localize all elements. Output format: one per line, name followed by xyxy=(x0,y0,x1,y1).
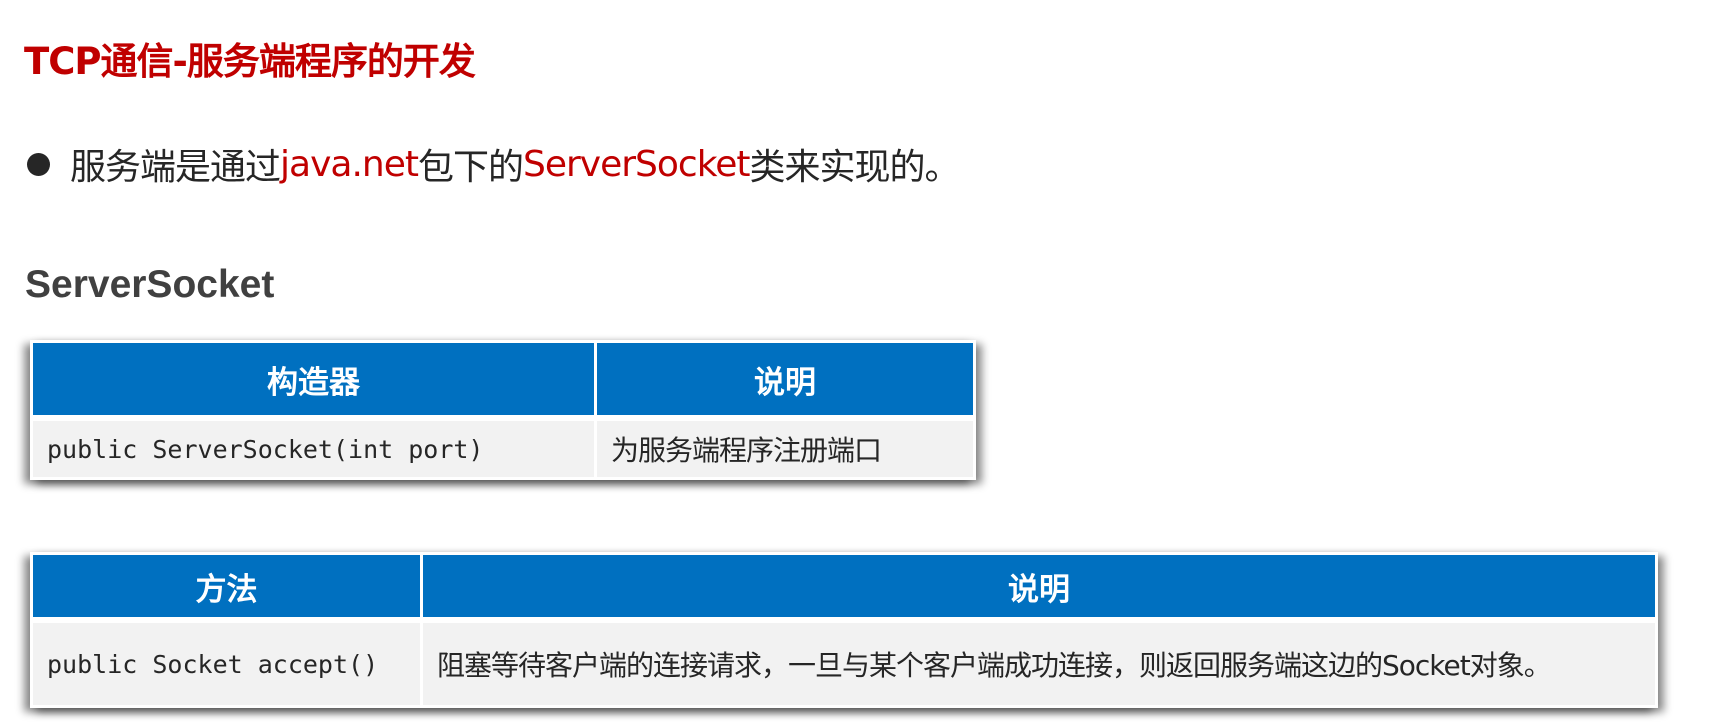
column-header-description: 说明 xyxy=(423,555,1655,623)
bullet-text-part: 服务端是通过 xyxy=(70,147,281,188)
table-row: public Socket accept() 阻塞等待客户端的连接请求，一旦与某… xyxy=(33,623,1655,705)
method-signature: public Socket accept() xyxy=(33,623,423,705)
column-header-method: 方法 xyxy=(33,555,423,623)
package-name-highlight: java.net xyxy=(280,143,419,185)
table-row: public ServerSocket(int port) 为服务端程序注册端口 xyxy=(33,421,973,477)
table-header-row: 构造器 说明 xyxy=(33,343,973,421)
class-name-highlight: ServerSocket xyxy=(522,143,751,185)
bullet-text-part: 包下的 xyxy=(417,147,524,188)
column-header-constructor: 构造器 xyxy=(33,343,597,421)
bullet-text-part: 类来实现的。 xyxy=(749,147,961,188)
slide-title: TCP通信-服务端程序的开发 xyxy=(24,40,476,83)
bullet-dot-icon xyxy=(27,152,50,176)
constructor-table: 构造器 说明 public ServerSocket(int port) 为服务… xyxy=(30,340,976,480)
section-heading: ServerSocket xyxy=(25,263,275,306)
constructor-signature: public ServerSocket(int port) xyxy=(33,421,597,477)
method-description: 阻塞等待客户端的连接请求，一旦与某个客户端成功连接，则返回服务端这边的Socke… xyxy=(423,623,1655,705)
table-header-row: 方法 说明 xyxy=(33,555,1655,623)
method-table: 方法 说明 public Socket accept() 阻塞等待客户端的连接请… xyxy=(30,552,1658,708)
column-header-description: 说明 xyxy=(597,343,973,421)
constructor-description: 为服务端程序注册端口 xyxy=(597,421,973,477)
